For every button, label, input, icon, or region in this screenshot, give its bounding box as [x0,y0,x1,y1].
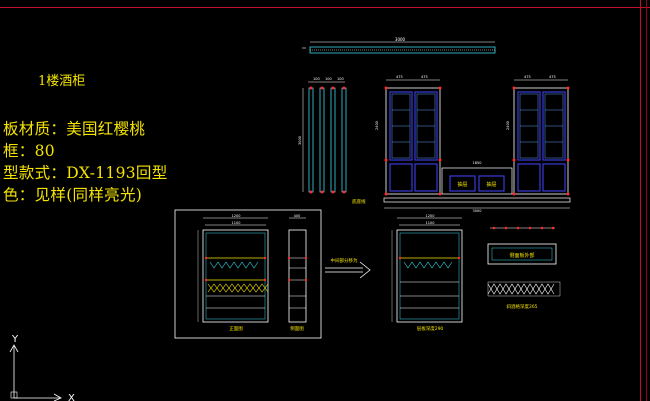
front-view-caption: 正面图 [229,326,243,332]
svg-text:1100: 1100 [232,221,241,225]
svg-text:475: 475 [524,75,531,79]
transform-arrow: 中间部分移为 [325,257,371,279]
svg-text:100: 100 [325,77,332,81]
frame-border-right-outer [646,0,647,401]
drawer-label-right: 抽屉 [486,181,496,188]
top-dimension-label: 3000 [395,37,406,42]
svg-text:475: 475 [421,75,428,79]
plinth-label: 底座线 [352,198,366,205]
spec-color: 色：见样(同样亮光) [3,186,143,204]
spec-title: 1楼酒柜 [38,74,86,89]
svg-text:2400: 2400 [375,121,379,130]
svg-text:3000: 3000 [473,209,482,213]
middle-drawer-unit: 1850 抽屉 抽屉 [441,161,513,195]
svg-text:2400: 2400 [506,121,510,130]
drawer-label-left: 抽屉 [457,181,467,188]
cabinet-left: 475 475 2400 [375,75,442,196]
panel-label: 侧面板外部 [509,252,534,259]
crown-moulding: 3000 [302,37,496,54]
svg-text:1850: 1850 [473,161,482,165]
detail-revised: 1200 1100 层板深度290 [391,214,463,332]
revised-caption: 层板深度290 [417,325,444,332]
svg-text:1200: 1200 [232,214,241,218]
side-profile: 100 100 100 3000 [298,77,347,194]
svg-text:100: 100 [313,77,320,81]
side-dimension-label: 3000 [298,136,302,145]
ucs-x-label: X [68,393,75,401]
svg-text:100: 100 [337,77,344,81]
frame-border-top [0,7,650,8]
lattice-caption: 斜酒格深度265 [506,303,537,310]
right-parts: 侧面板外部 斜酒格深度265 [487,226,561,310]
spec-frame: 框：80 [3,142,55,160]
ucs-icon: Y X [9,334,75,401]
detail-box: 1200 1100 正面图 400 [174,209,322,339]
arrow-caption: 中间部分移为 [331,257,358,264]
svg-text:475: 475 [396,75,403,79]
spec-material: 板材质：美国红樱桃 [3,120,146,138]
side-view-caption: 侧面图 [290,325,304,332]
svg-text:400: 400 [294,214,301,218]
svg-text:1100: 1100 [426,221,435,225]
spec-style: 型款式：DX-1193回型 [3,164,168,182]
ucs-y-label: Y [11,334,19,345]
svg-text:475: 475 [549,75,556,79]
base-plinth: 底座线 3000 [352,197,571,213]
svg-text:1200: 1200 [426,214,435,218]
cabinet-right: 475 475 2400 [506,75,570,196]
frame-border-right [640,0,641,401]
